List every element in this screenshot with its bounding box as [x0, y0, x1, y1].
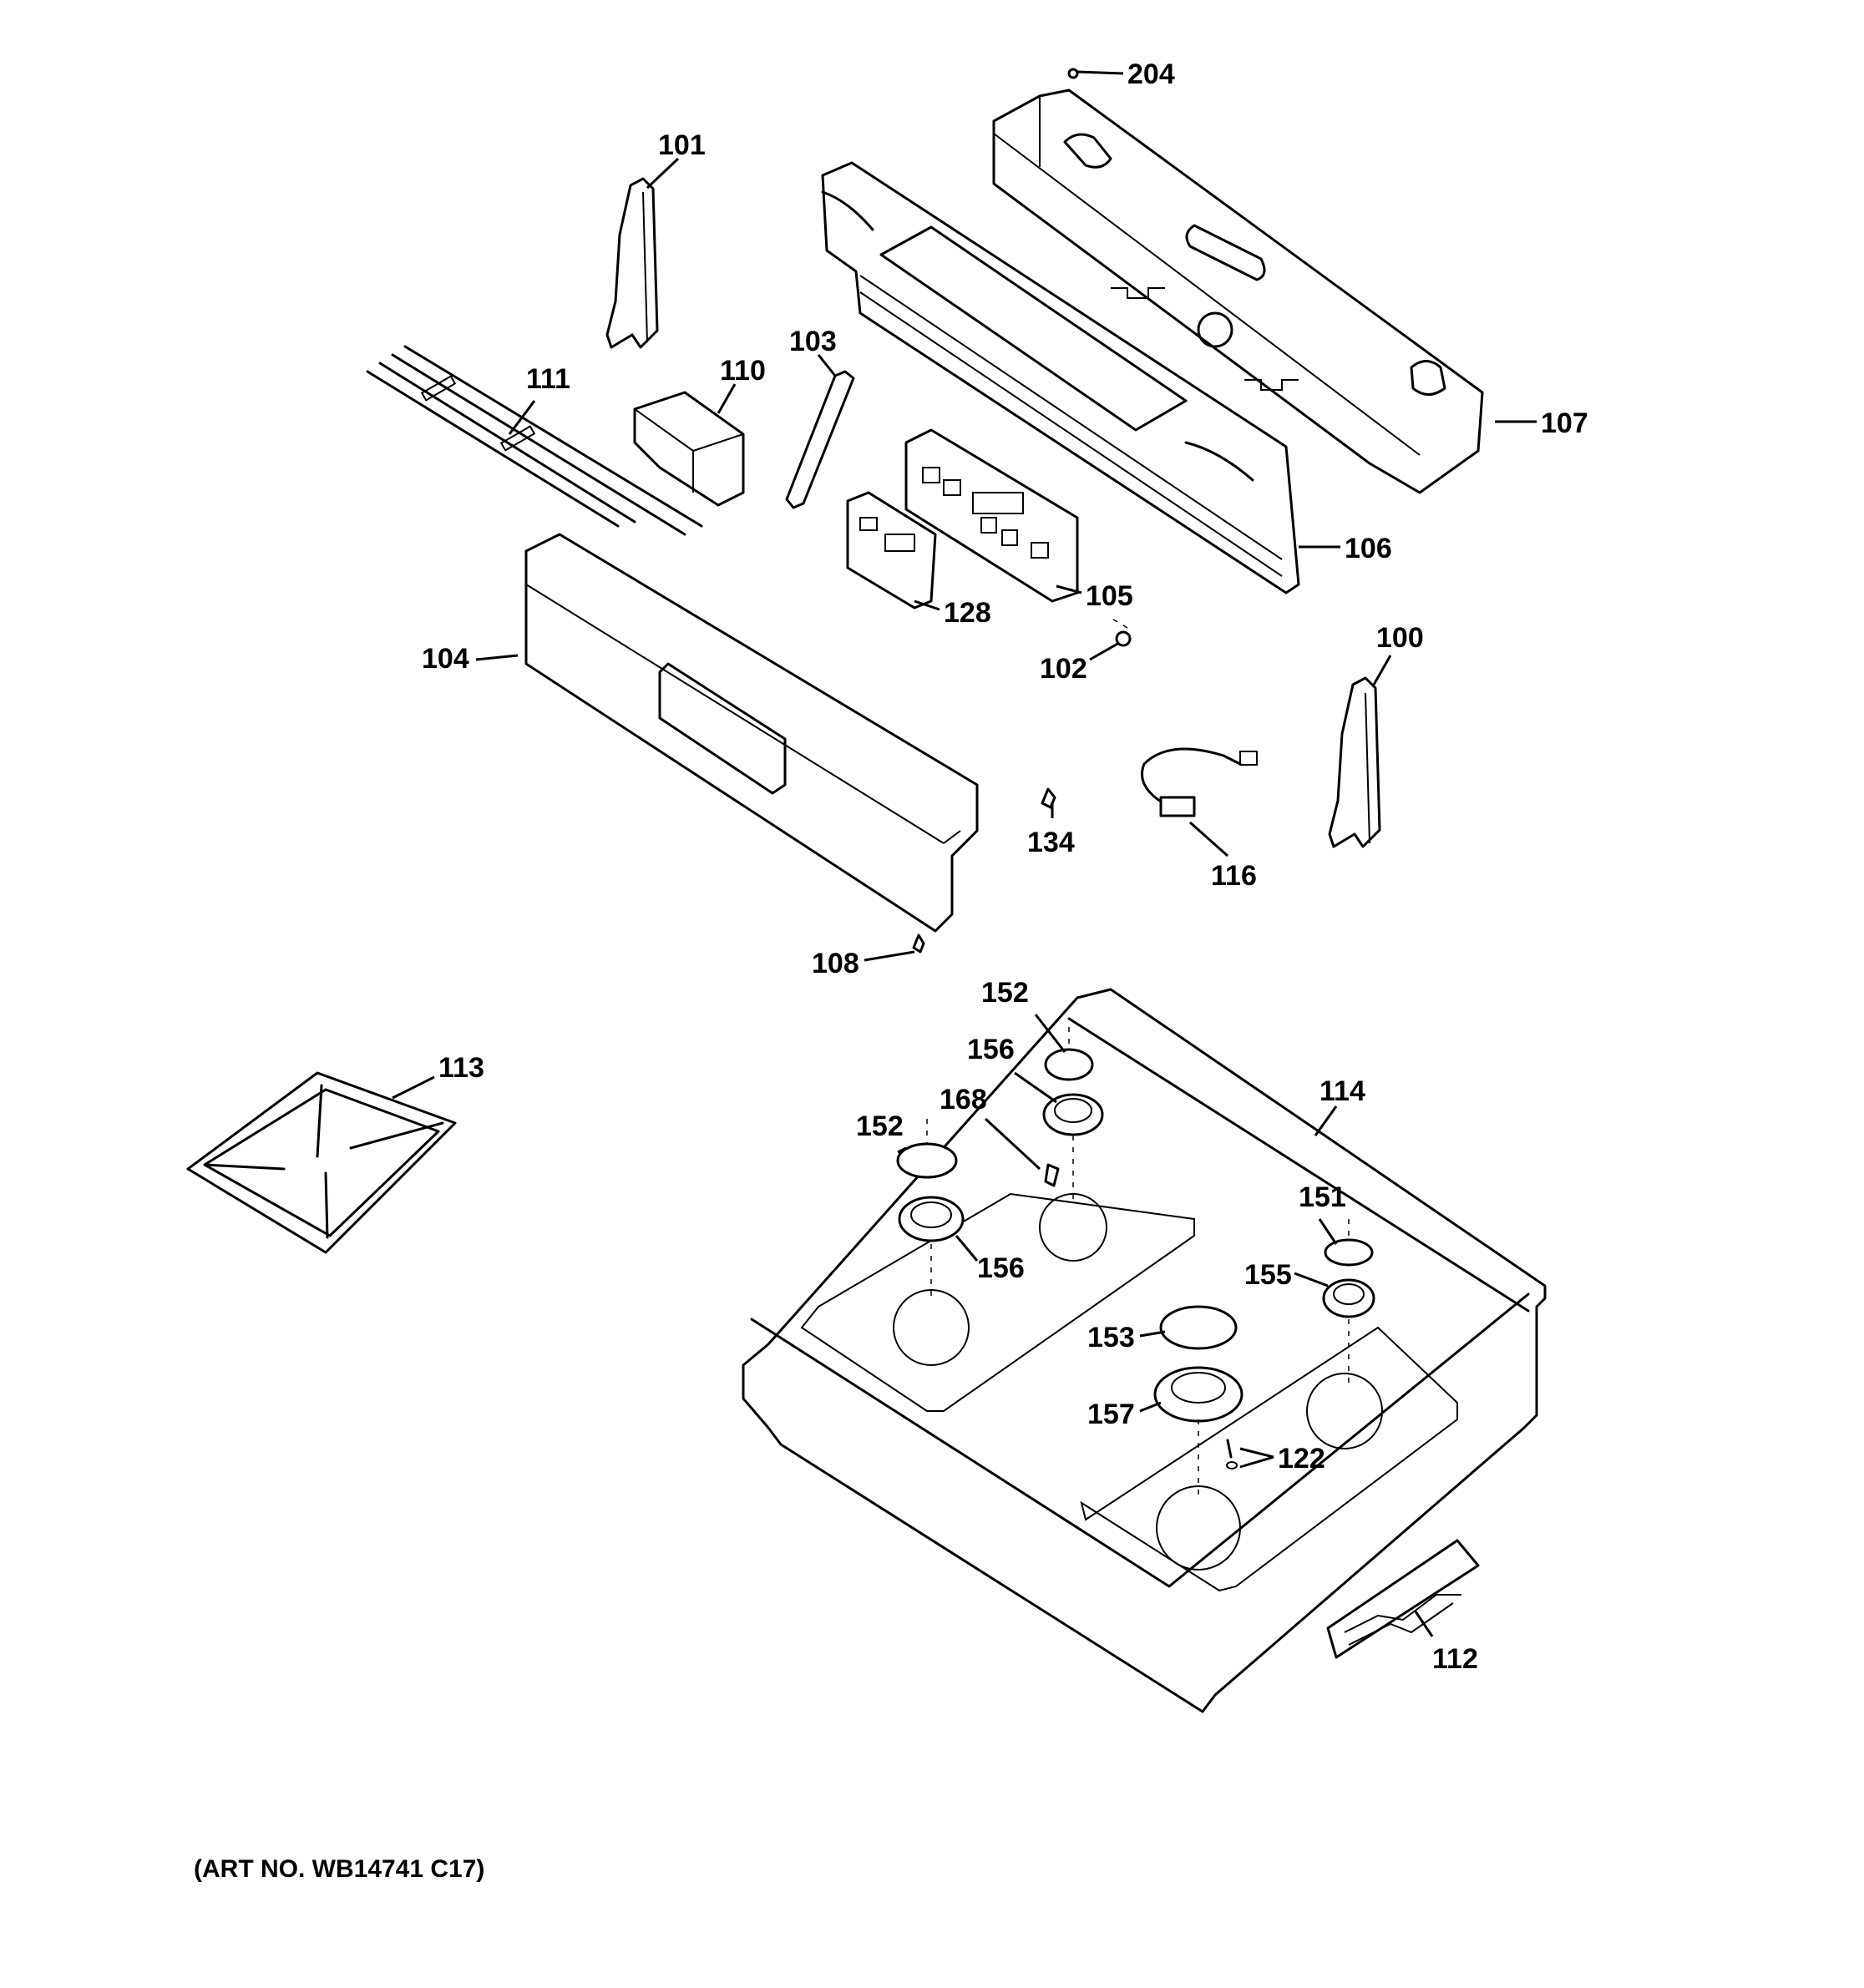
part-116-connector-wire — [1141, 747, 1258, 817]
callout-113: 113 — [438, 1052, 484, 1084]
part-155-burner-head-rear-right — [1322, 1278, 1375, 1318]
callout-153: 153 — [1087, 1322, 1135, 1353]
part-106-backsplash — [821, 161, 1300, 594]
explode-lines — [926, 617, 1350, 1495]
part-204-screw — [1067, 68, 1079, 79]
part-151-burner-cap-rear-right — [1324, 1238, 1374, 1267]
part-108-screw — [912, 933, 925, 954]
callout-156-rear: 156 — [967, 1034, 1015, 1065]
part-156-burner-head-front — [898, 1196, 965, 1242]
callout-102: 102 — [1040, 653, 1087, 685]
part-122-screws — [1226, 1439, 1238, 1470]
part-110-terminal-block — [633, 391, 745, 507]
callout-112: 112 — [1432, 1643, 1478, 1675]
part-104-control-panel — [524, 533, 979, 933]
callout-168: 168 — [940, 1084, 987, 1115]
part-168-igniter — [1044, 1163, 1060, 1187]
part-103-bracket — [785, 370, 855, 509]
callout-114: 114 — [1319, 1075, 1365, 1107]
part-111-wire-harness — [366, 345, 703, 536]
part-101-left-endcap — [605, 177, 659, 349]
callout-103: 103 — [789, 326, 837, 357]
callout-108: 108 — [812, 948, 859, 979]
callout-104: 104 — [422, 643, 469, 675]
leader-lines — [392, 70, 1537, 1637]
part-152-burner-cap-rear-left — [1044, 1048, 1094, 1081]
callout-151: 151 — [1299, 1181, 1346, 1213]
part-100-right-endcap — [1328, 676, 1381, 848]
callout-110: 110 — [720, 355, 766, 387]
part-134-screw — [1041, 787, 1056, 809]
callout-122: 122 — [1278, 1443, 1325, 1475]
callout-134: 134 — [1027, 827, 1075, 858]
art-number: (ART NO. WB14741 C17) — [194, 1855, 484, 1883]
callout-labels: 204 101 107 103 110 111 106 105 128 102 … — [422, 58, 1588, 1675]
part-157-burner-head-front-right — [1153, 1366, 1244, 1423]
callout-157: 157 — [1087, 1399, 1135, 1430]
part-102-nut — [1115, 630, 1132, 647]
callout-106: 106 — [1345, 533, 1392, 564]
part-112-insulation — [1326, 1539, 1480, 1659]
part-128-keypad — [846, 491, 937, 610]
callout-204: 204 — [1127, 58, 1175, 90]
callout-100: 100 — [1376, 622, 1424, 654]
part-153-burner-cap-front-right — [1159, 1305, 1238, 1350]
part-107-rear-panel — [992, 89, 1484, 494]
callout-111: 111 — [526, 363, 570, 395]
callout-107: 107 — [1541, 407, 1588, 439]
part-113-burner-grate — [186, 1071, 457, 1254]
part-156-burner-head-rear — [1042, 1093, 1104, 1136]
callout-152-front: 152 — [856, 1110, 904, 1142]
callout-105: 105 — [1086, 580, 1133, 612]
callout-116: 116 — [1211, 860, 1257, 892]
callout-128: 128 — [944, 597, 991, 629]
callout-156-front: 156 — [977, 1252, 1025, 1284]
callout-155: 155 — [1244, 1259, 1292, 1291]
callout-152-rear: 152 — [981, 977, 1029, 1009]
callout-101: 101 — [658, 129, 706, 161]
part-152-burner-cap-front-left — [896, 1142, 958, 1179]
